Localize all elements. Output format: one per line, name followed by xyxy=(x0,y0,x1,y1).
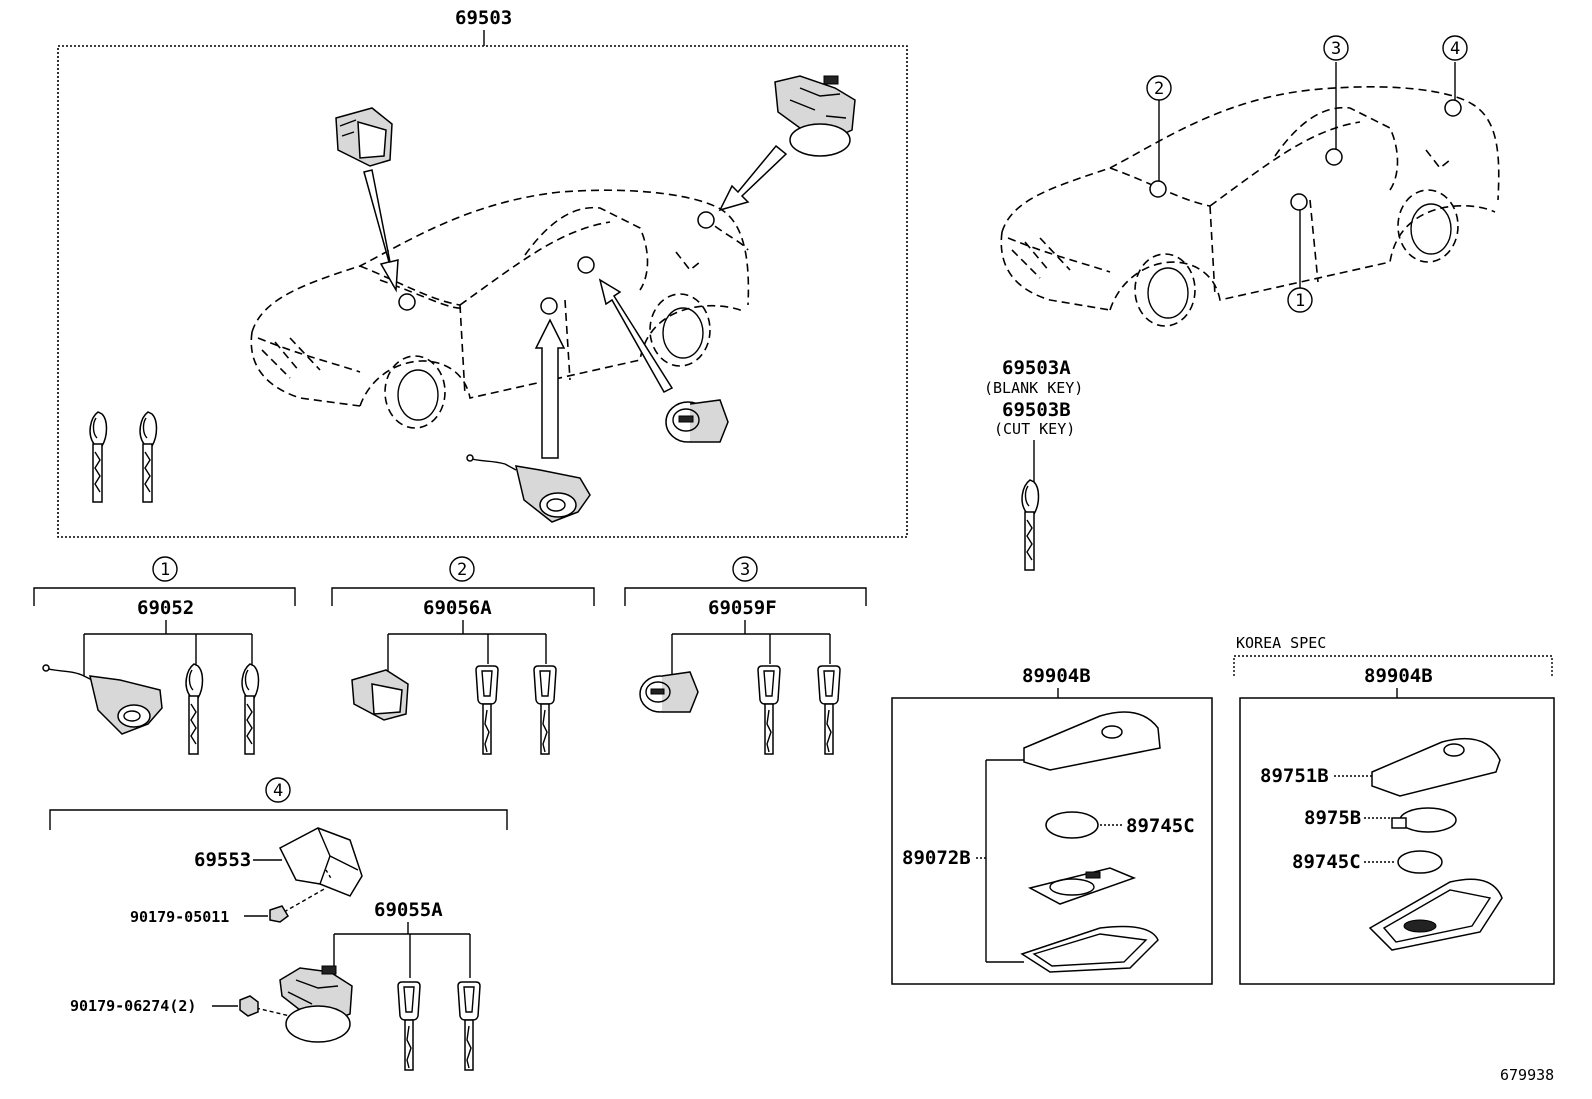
diagram-number: 679938 xyxy=(1500,1066,1554,1084)
korea-transmitter-part-number: 89904B xyxy=(1364,665,1433,687)
blank-key-image xyxy=(1021,479,1040,571)
blank-key-description: (BLANK KEY) xyxy=(984,379,1083,397)
callout-4-group: 4 xyxy=(273,781,283,801)
transmitter-part-number: 89904B xyxy=(1022,665,1091,687)
hood-lock-part xyxy=(335,107,393,167)
korea-transmitter-box xyxy=(1239,697,1555,985)
group1-door-cylinder xyxy=(42,664,163,735)
callout-3-group: 3 xyxy=(740,560,750,580)
transmitter-circuit-board xyxy=(1027,867,1137,905)
transmitter-case xyxy=(1020,925,1159,973)
callout-2-group: 2 xyxy=(457,560,467,580)
trunk-lock-part xyxy=(774,75,856,157)
korea-transmitter-cover xyxy=(1371,737,1501,797)
group4-cylinder-number: 69055A xyxy=(374,899,443,921)
main-assembly-label: 69503 xyxy=(455,7,512,29)
arrow-to-trunk xyxy=(718,144,788,212)
group2-hood-lock xyxy=(351,669,409,721)
korea-cover-number: 89751B xyxy=(1260,765,1329,787)
callout-2-reference: 2 xyxy=(1154,79,1164,99)
group4-cover xyxy=(279,827,363,897)
group4-screw xyxy=(269,905,289,923)
korea-battery-number: 89745C xyxy=(1292,851,1361,873)
arrow-to-console xyxy=(598,278,674,393)
console-lock-part xyxy=(665,399,729,443)
arrow-to-hood xyxy=(363,169,399,293)
callout-1-group: 1 xyxy=(160,560,170,580)
door-lock-part xyxy=(466,454,591,523)
transmitter-battery-number: 89745C xyxy=(1126,815,1195,837)
korea-battery xyxy=(1397,850,1443,874)
korea-transmitter-case xyxy=(1368,878,1503,951)
blank-key-part-number: 69503A xyxy=(1002,357,1071,379)
transmitter-battery xyxy=(1045,811,1099,839)
car-illustration-reference xyxy=(1000,86,1500,327)
cut-key-part-number: 69503B xyxy=(1002,399,1071,421)
main-assembly-box xyxy=(57,45,908,538)
group3-console-lock xyxy=(639,671,699,713)
transmitter-cover xyxy=(1023,711,1161,771)
group4-trunk-lock xyxy=(279,965,353,1043)
callout-4-reference: 4 xyxy=(1450,39,1460,59)
group2-part-number: 69056A xyxy=(423,597,492,619)
car-illustration-main xyxy=(250,189,750,429)
callout-3-reference: 3 xyxy=(1331,39,1341,59)
group3-part-number: 69059F xyxy=(708,597,777,619)
group4-nut xyxy=(239,995,259,1017)
korea-spec-label: KOREA SPEC xyxy=(1236,634,1326,652)
korea-battery-holder xyxy=(1391,807,1457,833)
group4-nut-number: 90179-06274(2) xyxy=(70,997,196,1015)
callout-1-reference: 1 xyxy=(1295,291,1305,311)
korea-holder-number: 8975B xyxy=(1304,807,1361,829)
group4-cover-number: 69553 xyxy=(194,849,251,871)
arrow-to-door xyxy=(534,318,566,459)
group4-screw-number: 90179-05011 xyxy=(130,908,229,926)
cut-key-description: (CUT KEY) xyxy=(994,420,1075,438)
group1-part-number: 69052 xyxy=(137,597,194,619)
transmitter-box xyxy=(891,697,1213,985)
transmitter-case-number: 89072B xyxy=(902,847,971,869)
